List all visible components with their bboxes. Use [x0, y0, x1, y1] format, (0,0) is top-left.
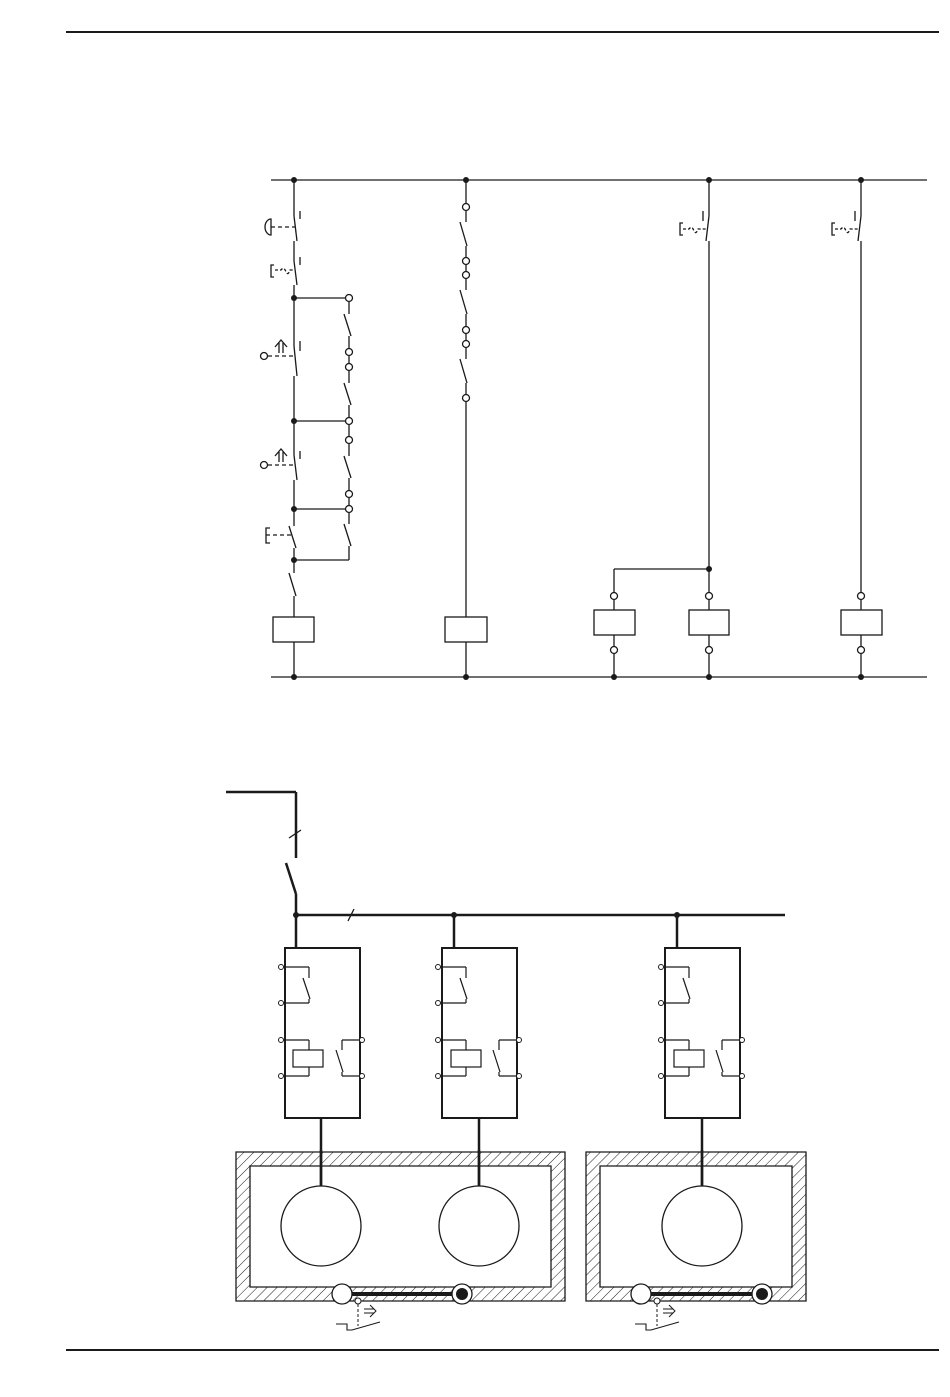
motor-3 [662, 1186, 742, 1266]
coil-5 [841, 610, 882, 635]
overload-relay-contact [271, 257, 300, 285]
starter-2 [436, 915, 522, 1187]
coil-2 [445, 617, 487, 642]
pull-cord-switch-2 [261, 421, 301, 509]
branch-5 [832, 180, 882, 677]
control-circuit [261, 177, 928, 680]
power-circuit [226, 792, 806, 1330]
starter-3 [659, 915, 745, 1187]
junction-dots [291, 177, 864, 680]
parallel-contacts [344, 295, 353, 561]
branch-4 [689, 569, 729, 677]
mushroom-head-icon [265, 219, 271, 235]
pull-cord-switch-1 [261, 298, 301, 421]
motor-2 [439, 1186, 519, 1266]
coil-1 [273, 617, 314, 642]
starter-1 [279, 915, 365, 1187]
motor-1 [281, 1186, 361, 1266]
main-disconnect [226, 792, 301, 915]
branch-2 [445, 180, 487, 677]
emergency-stop-contact [265, 211, 300, 261]
branch-1 [261, 180, 353, 677]
start-pushbutton [266, 509, 296, 560]
coil-4 [689, 610, 729, 635]
branch-3 [594, 180, 709, 677]
coil-3 [594, 610, 635, 635]
